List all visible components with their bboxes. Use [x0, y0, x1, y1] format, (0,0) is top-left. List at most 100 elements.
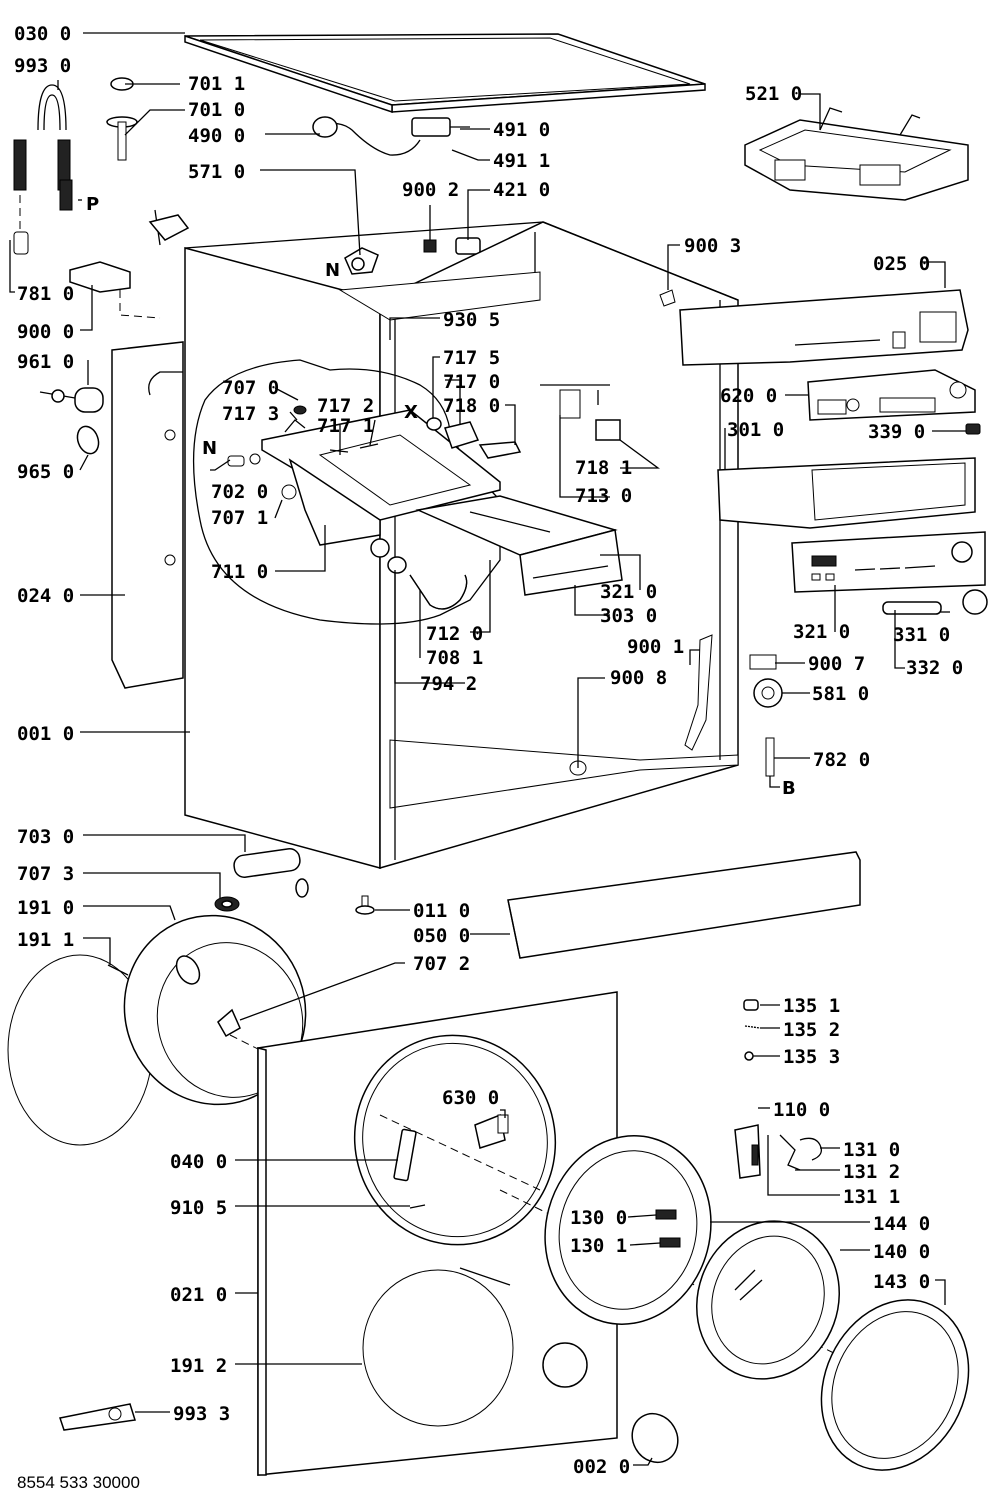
label-708-1: 708 1	[426, 647, 483, 669]
label-331-0: 331 0	[893, 624, 950, 646]
label-717-3: 717 3	[222, 403, 279, 425]
label-707-0: 707 0	[222, 377, 279, 399]
door-lock-part	[474, 1113, 509, 1149]
marker-p: P	[86, 194, 99, 215]
detergent-assembly-outline	[192, 359, 501, 625]
label-900-7: 900 7	[808, 653, 865, 675]
label-321-0a: 321 0	[600, 581, 657, 603]
label-711-0: 711 0	[211, 561, 268, 583]
label-900-0: 900 0	[17, 321, 74, 343]
label-717-2: 717 2	[317, 395, 374, 417]
label-910-5: 910 5	[170, 1197, 227, 1219]
drain-hose-part	[387, 556, 468, 610]
label-702-0: 702 0	[211, 481, 268, 503]
label-332-0: 332 0	[906, 657, 963, 679]
label-717-5: 717 5	[443, 347, 500, 369]
leader-lines	[9, 32, 966, 1466]
label-321-0b: 321 0	[793, 621, 850, 643]
gasket-spring-part	[459, 1267, 511, 1286]
label-011-0: 011 0	[413, 900, 470, 922]
rear-panel-part	[111, 341, 184, 689]
label-521-0: 521 0	[745, 83, 802, 105]
control-overlay-part	[791, 531, 986, 593]
door-hinge-part	[393, 1128, 426, 1209]
label-030-0: 030 0	[14, 23, 71, 45]
door-hardware-part	[743, 999, 761, 1061]
label-718-1: 718 1	[575, 457, 632, 479]
pressure-switch-part	[749, 654, 783, 708]
label-421-0: 421 0	[493, 179, 550, 201]
label-993-0: 993 0	[14, 55, 71, 77]
label-620-0: 620 0	[720, 385, 777, 407]
label-135-3: 135 3	[783, 1046, 840, 1068]
label-717-0: 717 0	[443, 371, 500, 393]
pump-filter-part	[39, 387, 104, 455]
label-131-1: 131 1	[843, 1186, 900, 1208]
electronic-board-part	[807, 369, 976, 421]
programmer-unit-part	[744, 107, 969, 201]
cabinet-clips-part	[569, 289, 713, 776]
inlet-valve-part	[344, 247, 379, 275]
letter-markers: P N N X B	[86, 194, 796, 799]
label-339-0: 339 0	[868, 421, 925, 443]
label-110-0: 110 0	[773, 1099, 830, 1121]
plinth-part	[507, 851, 861, 959]
adjustable-foot-part	[355, 895, 375, 915]
filter-cap-part	[631, 1412, 679, 1464]
door-inner-ring-part	[544, 1135, 712, 1325]
label-782-0: 782 0	[813, 749, 870, 771]
program-knob-part	[882, 589, 988, 615]
detergent-housing-part	[261, 409, 501, 558]
label-191-2: 191 2	[170, 1355, 227, 1377]
label-303-0: 303 0	[600, 605, 657, 627]
thermostat-bracket-part	[69, 209, 190, 319]
label-900-3: 900 3	[684, 235, 741, 257]
label-135-2: 135 2	[783, 1019, 840, 1041]
top-clips-part	[423, 237, 481, 255]
label-490-0: 490 0	[188, 125, 245, 147]
label-581-0: 581 0	[812, 683, 869, 705]
pressure-bracket-part	[540, 384, 621, 441]
label-707-2: 707 2	[413, 953, 470, 975]
label-707-1: 707 1	[211, 507, 268, 529]
label-024-0: 024 0	[17, 585, 74, 607]
indicator-lamp-part	[965, 423, 981, 435]
label-140-0: 140 0	[873, 1241, 930, 1263]
label-025-0: 025 0	[873, 253, 930, 275]
label-707-3: 707 3	[17, 863, 74, 885]
label-993-3: 993 3	[173, 1403, 230, 1425]
fascia-panel-part	[717, 457, 976, 529]
marker-b: B	[782, 778, 796, 799]
label-965-0: 965 0	[17, 461, 74, 483]
label-135-1: 135 1	[783, 995, 840, 1017]
label-571-0: 571 0	[188, 161, 245, 183]
drawing-reference-code: 8554 533 30000	[17, 1473, 140, 1492]
marker-n-top: N	[325, 260, 340, 281]
label-781-0: 781 0	[17, 283, 74, 305]
part-labels: 030 0 993 0 701 1 701 0 490 0 491 0 491 …	[14, 23, 963, 1478]
label-718-0: 718 0	[443, 395, 500, 417]
marker-n-left: N	[202, 438, 217, 459]
label-040-0: 040 0	[170, 1151, 227, 1173]
front-panel-part	[257, 991, 931, 1476]
label-900-8: 900 8	[610, 667, 667, 689]
label-050-0: 050 0	[413, 925, 470, 947]
label-301-0: 301 0	[727, 419, 784, 441]
door-glass-part	[696, 1220, 840, 1380]
label-900-1: 900 1	[627, 636, 684, 658]
label-144-0: 144 0	[873, 1213, 930, 1235]
label-021-0: 021 0	[170, 1284, 227, 1306]
label-630-0: 630 0	[442, 1087, 499, 1109]
detergent-drawer-part	[415, 495, 623, 596]
label-717-1: 717 1	[317, 415, 374, 437]
label-930-5: 930 5	[443, 309, 500, 331]
thermistor-part	[765, 737, 775, 777]
heater-spring-part	[13, 84, 73, 255]
label-130-0: 130 0	[570, 1207, 627, 1229]
detergent-clips-part	[227, 405, 522, 467]
door-tool-part	[59, 1403, 136, 1431]
label-703-0: 703 0	[17, 826, 74, 848]
label-001-0: 001 0	[17, 723, 74, 745]
door-handle-part	[734, 1124, 823, 1179]
